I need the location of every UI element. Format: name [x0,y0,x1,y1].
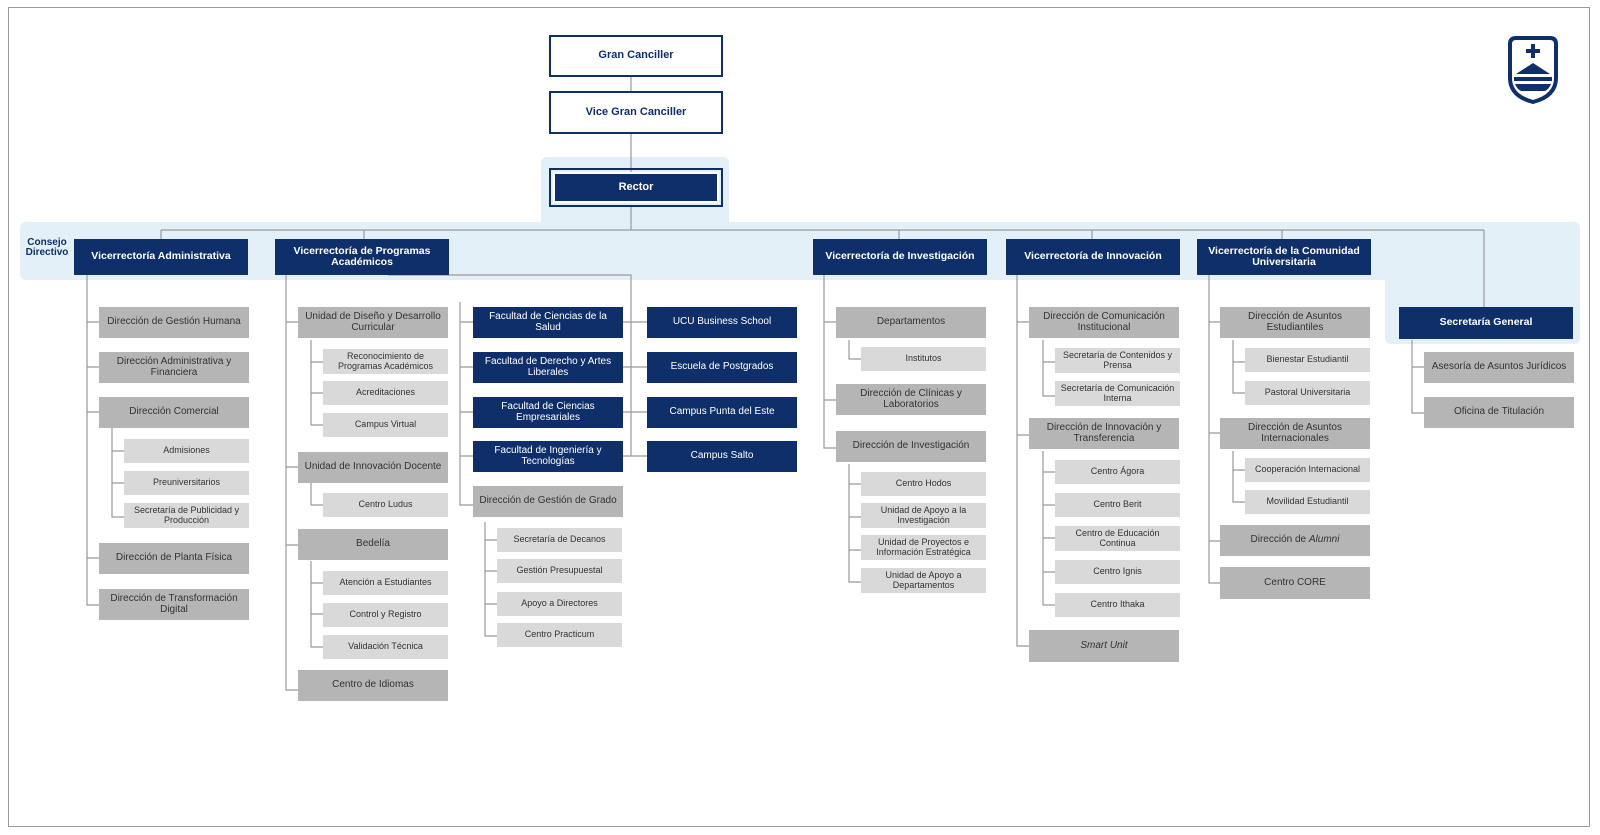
centro-idiomas: Centro de Idiomas [298,670,448,701]
secretaria-comunicacion-interna: Secretaría de Comunicación Interna [1055,381,1180,406]
oficina-titulacion: Oficina de Titulación [1424,397,1574,428]
validacion-tecnica: Validación Técnica [323,635,448,659]
dir-clinicas-laboratorios: Dirección de Clínicas y Laboratorios [836,384,986,415]
dir-transformacion-digital: Dirección de Transformación Digital [99,589,249,620]
departamentos: Departamentos [836,307,986,338]
unidad-diseno-curricular: Unidad de Diseño y Desarrollo Curricular [298,307,448,338]
escuela-postgrados: Escuela de Postgrados [647,352,797,383]
rector-box: Rector [549,168,723,207]
centro-hodos: Centro Hodos [861,472,986,496]
institutos: Institutos [861,347,986,371]
dir-gestion-humana: Dirección de Gestión Humana [99,307,249,338]
campus-punta-del-este: Campus Punta del Este [647,397,797,428]
secretaria-general: Secretaría General [1399,307,1573,339]
dir-alumni-name: Alumni [1308,534,1340,546]
vice-gran-canciller-box: Vice Gran Canciller [549,91,723,134]
centro-agora: Centro Ágora [1055,460,1180,484]
movilidad-estudiantil: Movilidad Estudiantil [1245,490,1370,514]
cooperacion-internacional: Cooperación Internacional [1245,458,1370,482]
facultad-empresariales: Facultad de Ciencias Empresariales [473,397,623,428]
reconocimiento-programas: Reconocimiento de Programas Académicos [323,349,448,374]
dir-asuntos-estudiantiles: Dirección de Asuntos Estudiantiles [1220,307,1370,338]
secretaria-decanos: Secretaría de Decanos [497,528,622,552]
unidad-innovacion-docente: Unidad de Innovación Docente [298,452,448,483]
dir-alumni-prefix: Dirección de [1250,534,1307,546]
dir-planta-fisica: Dirección de Planta Física [99,543,249,574]
campus-virtual: Campus Virtual [323,413,448,437]
bedelia: Bedelía [298,529,448,560]
vr-innovacion: Vicerrectoría de Innovación [1006,239,1180,275]
ucu-shield-logo [1508,36,1558,105]
facultad-ingenieria: Facultad de Ingeniería y Tecnologías [473,441,623,472]
unidad-proyectos: Unidad de Proyectos e Información Estrat… [861,535,986,560]
dir-comercial: Dirección Comercial [99,397,249,428]
unidad-apoyo-departamentos: Unidad de Apoyo a Departamentos [861,568,986,593]
acreditaciones: Acreditaciones [323,381,448,405]
dir-comunicacion-institucional: Dirección de Comunicación Institucional [1029,307,1179,338]
dir-admin-financiera: Dirección Administrativa y Financiera [99,352,249,383]
vr-administrativa: Vicerrectoría Administrativa [74,239,248,275]
centro-ignis: Centro Ignis [1055,560,1180,584]
gran-canciller-box: Gran Canciller [549,35,723,77]
campus-salto: Campus Salto [647,441,797,472]
asesoria-juridicos: Asesoría de Asuntos Jurídicos [1424,352,1574,383]
vr-comunidad-universitaria: Vicerrectoría de la Comunidad Universita… [1197,239,1371,275]
facultad-derecho: Facultad de Derecho y Artes Liberales [473,352,623,383]
pastoral-universitaria: Pastoral Universitaria [1245,381,1370,405]
centro-practicum: Centro Practicum [497,623,622,647]
smart-unit: Smart Unit [1029,630,1179,662]
centro-ludus: Centro Ludus [323,493,448,517]
facultad-salud: Facultad de Ciencias de la Salud [473,307,623,338]
unidad-apoyo-investigacion: Unidad de Apoyo a la Investigación [861,503,986,528]
dir-alumni: Dirección de Alumni [1220,525,1370,556]
vr-investigacion: Vicerrectoría de Investigación [813,239,987,275]
dir-investigacion: Dirección de Investigación [836,431,986,462]
dir-asuntos-internacionales: Dirección de Asuntos Internacionales [1220,418,1370,449]
preuniversitarios: Preuniversitarios [124,471,249,495]
apoyo-directores: Apoyo a Directores [497,592,622,616]
diagram-frame [8,7,1590,827]
centro-berit: Centro Berit [1055,493,1180,517]
dir-innovacion-transferencia: Dirección de Innovación y Transferencia [1029,418,1179,449]
ucu-business-school: UCU Business School [647,307,797,338]
dir-gestion-grado: Dirección de Gestión de Grado [473,486,623,517]
admisiones: Admisiones [124,439,249,463]
secretaria-publicidad: Secretaría de Publicidad y Producción [124,503,249,528]
bienestar-estudiantil: Bienestar Estudiantil [1245,348,1370,372]
secretaria-contenidos: Secretaría de Contenidos y Prensa [1055,348,1180,373]
control-registro: Control y Registro [323,603,448,627]
vr-programas-academicos: Vicerrectoría de Programas Académicos [275,239,449,275]
consejo-directivo-label: Consejo Directivo [25,237,69,258]
centro-ithaka: Centro Ithaka [1055,593,1180,617]
gestion-presupuestal: Gestión Presupuestal [497,559,622,583]
centro-educacion-continua: Centro de Educación Continua [1055,526,1180,551]
atencion-estudiantes: Atención a Estudiantes [323,571,448,595]
centro-core: Centro CORE [1220,567,1370,599]
